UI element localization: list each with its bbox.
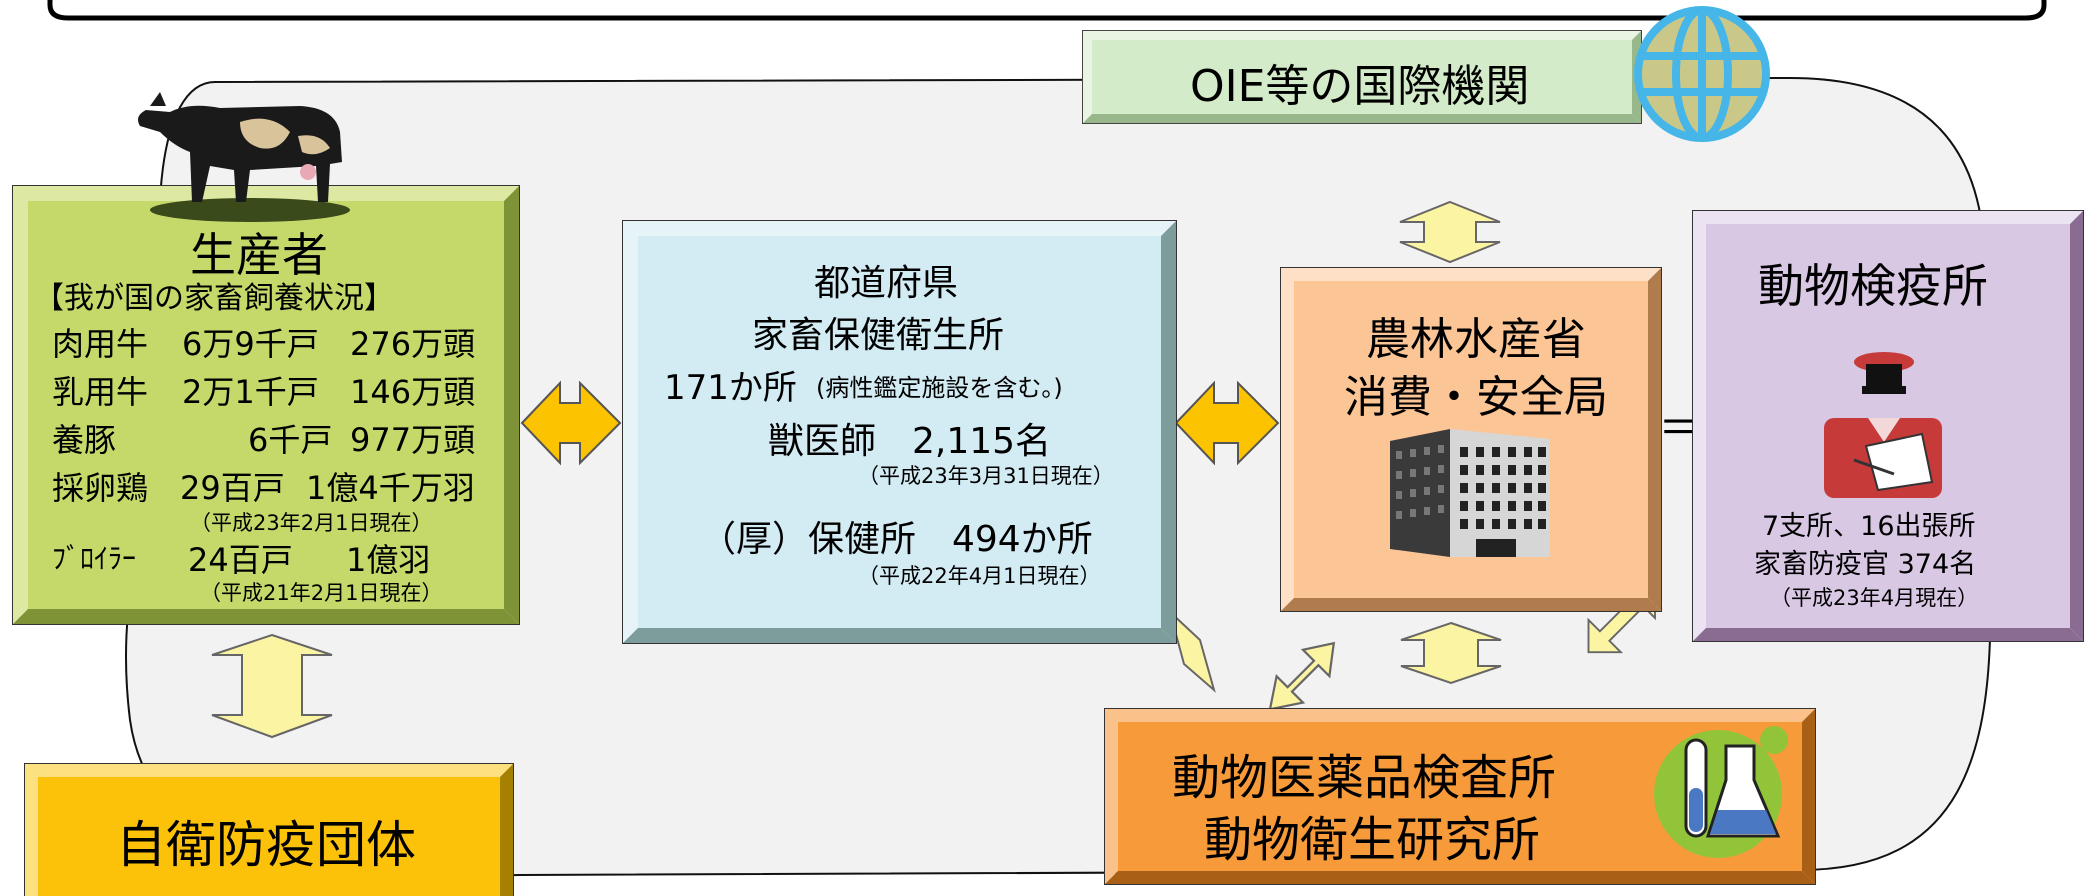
labs-line-1: 動物医薬品検査所 (1172, 750, 1557, 806)
row-heads: 1億4千万羽 (306, 469, 475, 507)
arrow-prefecture-maff (1174, 380, 1280, 466)
facilities-note: (病性鑑定施設を含む。) (816, 374, 1063, 402)
producer-subtitle: 【我が国の家畜飼養状況】 (34, 281, 394, 316)
row-heads: 977万頭 (350, 421, 476, 459)
row-animal: 肉用牛 (52, 325, 149, 363)
quarantine-note: （平成23年4月現在） (1770, 586, 1979, 610)
row-animal: 養豚 (52, 421, 117, 459)
flask-icon (1654, 726, 1788, 858)
row-households: 6千戸 (248, 421, 333, 459)
producer-box: 生産者 【我が国の家畜飼養状況】 肉用牛 6万9千戸 276万頭 乳用牛 2万1… (12, 185, 520, 625)
labs-line-2: 動物衛生研究所 (1204, 812, 1541, 868)
row-households: 6万9千戸 (182, 325, 319, 363)
row-households: 2万1千戸 (182, 373, 319, 411)
row-households: 24百戸 (188, 541, 293, 579)
row-households: 29百戸 (180, 469, 285, 507)
producer-note-2: （平成21年2月1日現在） (200, 581, 443, 605)
row-heads: 276万頭 (350, 325, 476, 363)
facilities-count: 171か所 (664, 368, 797, 408)
producer-title: 生産者 (190, 228, 328, 282)
row-animal: 乳用牛 (52, 373, 149, 411)
self-defense-label: 自衛防疫団体 (116, 816, 416, 874)
prefecture-line-1: 都道府県 (814, 263, 959, 304)
oie-box: OIE等の国際機関 (1082, 30, 1642, 124)
producer-row-1: 乳用牛 2万1千戸 146万頭 (52, 367, 512, 411)
arrow-producer-selfdefense (211, 633, 333, 739)
quarantine-line-2: 家畜防疫官 374名 (1754, 549, 1977, 580)
quarantine-officer-icon (1824, 352, 1942, 498)
row-heads: 1億羽 (346, 541, 431, 579)
arrow-diagonal-left-2 (1168, 608, 1216, 693)
arrow-oie-maff (1399, 200, 1501, 264)
arrow-maff-labs (1400, 621, 1502, 685)
producer-row-broiler: ﾌﾞﾛｲﾗｰ 24百戸 1億羽 (52, 535, 512, 579)
top-border-bar (47, 0, 2047, 21)
maff-line-1: 農林水産省 (1366, 314, 1586, 365)
prefecture-line-2: 家畜保健衛生所 (752, 315, 1005, 356)
self-defense-box: 自衛防疫団体 (24, 763, 514, 896)
globe-icon (1634, 6, 1770, 142)
quarantine-title: 動物検疫所 (1758, 259, 1988, 313)
quarantine-line-1: 7支所、16出張所 (1762, 511, 1976, 542)
prefecture-box: 都道府県 家畜保健衛生所 171か所 (病性鑑定施設を含む。) 獣医師 2,11… (622, 220, 1177, 644)
maff-line-2: 消費・安全局 (1344, 372, 1608, 423)
oie-label: OIE等の国際機関 (1190, 61, 1530, 112)
row-heads: 146万頭 (350, 373, 476, 411)
prefecture-vets: 獣医師 2,115名 (768, 421, 1052, 462)
prefecture-note-1: （平成23年3月31日現在） (858, 464, 1114, 488)
prefecture-facilities: 171か所 (病性鑑定施設を含む。) (664, 360, 1164, 408)
row-animal: ﾌﾞﾛｲﾗｰ (52, 542, 137, 575)
arrow-diagonal-left (1268, 641, 1336, 711)
cow-icon (138, 92, 350, 222)
producer-row-0: 肉用牛 6万9千戸 276万頭 (52, 319, 512, 363)
prefecture-health: （厚）保健所 494か所 (700, 519, 1093, 560)
producer-row-3: 採卵鶏 29百戸 1億4千万羽 (52, 463, 512, 507)
building-icon (1390, 429, 1550, 557)
arrow-producer-prefecture (520, 380, 622, 466)
row-animal: 採卵鶏 (52, 469, 149, 507)
producer-row-2: 養豚 6千戸 977万頭 (52, 415, 512, 459)
producer-note-1: （平成23年2月1日現在） (190, 511, 433, 535)
prefecture-note-2: （平成22年4月1日現在） (858, 564, 1101, 588)
